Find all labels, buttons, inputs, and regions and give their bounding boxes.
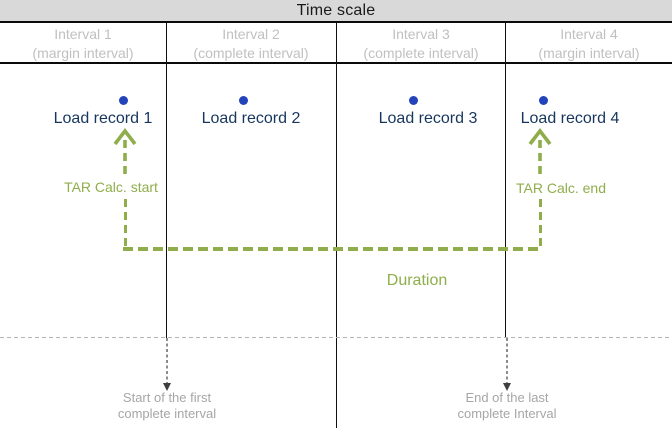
start-marker-line1: Start of the first [122,390,212,405]
duration-label: Duration [386,272,448,289]
start-marker-line2: complete interval [117,406,217,421]
end-marker-down-arrow-icon [502,338,511,391]
interval-4-name: Interval 4 [560,26,618,42]
load-record-2-label: Load record 2 [201,110,301,127]
start-marker-down-arrow-icon [162,338,171,391]
duration-bracket-span [123,247,541,251]
interval-3-name: Interval 3 [392,26,450,42]
interval-2-kind: (complete interval) [193,45,309,61]
interval-2-name: Interval 2 [222,26,280,42]
load-record-4-dot [538,95,548,105]
duration-bracket-left [123,199,127,248]
column-divider-1 [165,23,167,338]
interval-3-kind: (complete interval) [363,45,479,61]
interval-1-name: Interval 1 [54,26,112,42]
end-marker-line1: End of the last [465,390,549,405]
tar-calc-end-label: TAR Calc. end [516,180,606,196]
interval-4-kind: (margin interval) [538,45,640,61]
load-record-1-dot [118,95,128,105]
load-record-1-label: Load record 1 [53,110,153,127]
interval-1-kind: (margin interval) [32,45,134,61]
load-record-3-label: Load record 3 [378,110,478,127]
interval-1-header: Interval 1 (margin interval) [0,25,166,63]
load-record-3-dot [408,95,418,105]
tar-start-up-arrow-icon [113,128,137,174]
load-record-2-dot [238,95,248,105]
interval-4-header: Interval 4 (margin interval) [506,25,672,63]
interval-2-header: Interval 2 (complete interval) [166,25,336,63]
baseline-dotted-rule [0,337,672,338]
end-marker-line2: complete Interval [457,406,557,421]
column-divider-3 [504,23,507,338]
end-marker-label: End of the last complete Interval [458,390,557,422]
load-record-4-label: Load record 4 [520,110,620,127]
diagram-title: Time scale [296,1,376,19]
column-divider-2 [335,23,337,428]
tar-end-up-arrow-icon [528,128,552,174]
header-bar: Time scale [0,0,672,23]
start-marker-label: Start of the first complete interval [118,390,216,422]
interval-3-header: Interval 3 (complete interval) [336,25,506,63]
tar-calc-start-label: TAR Calc. start [64,179,158,195]
duration-bracket-right [538,199,542,248]
